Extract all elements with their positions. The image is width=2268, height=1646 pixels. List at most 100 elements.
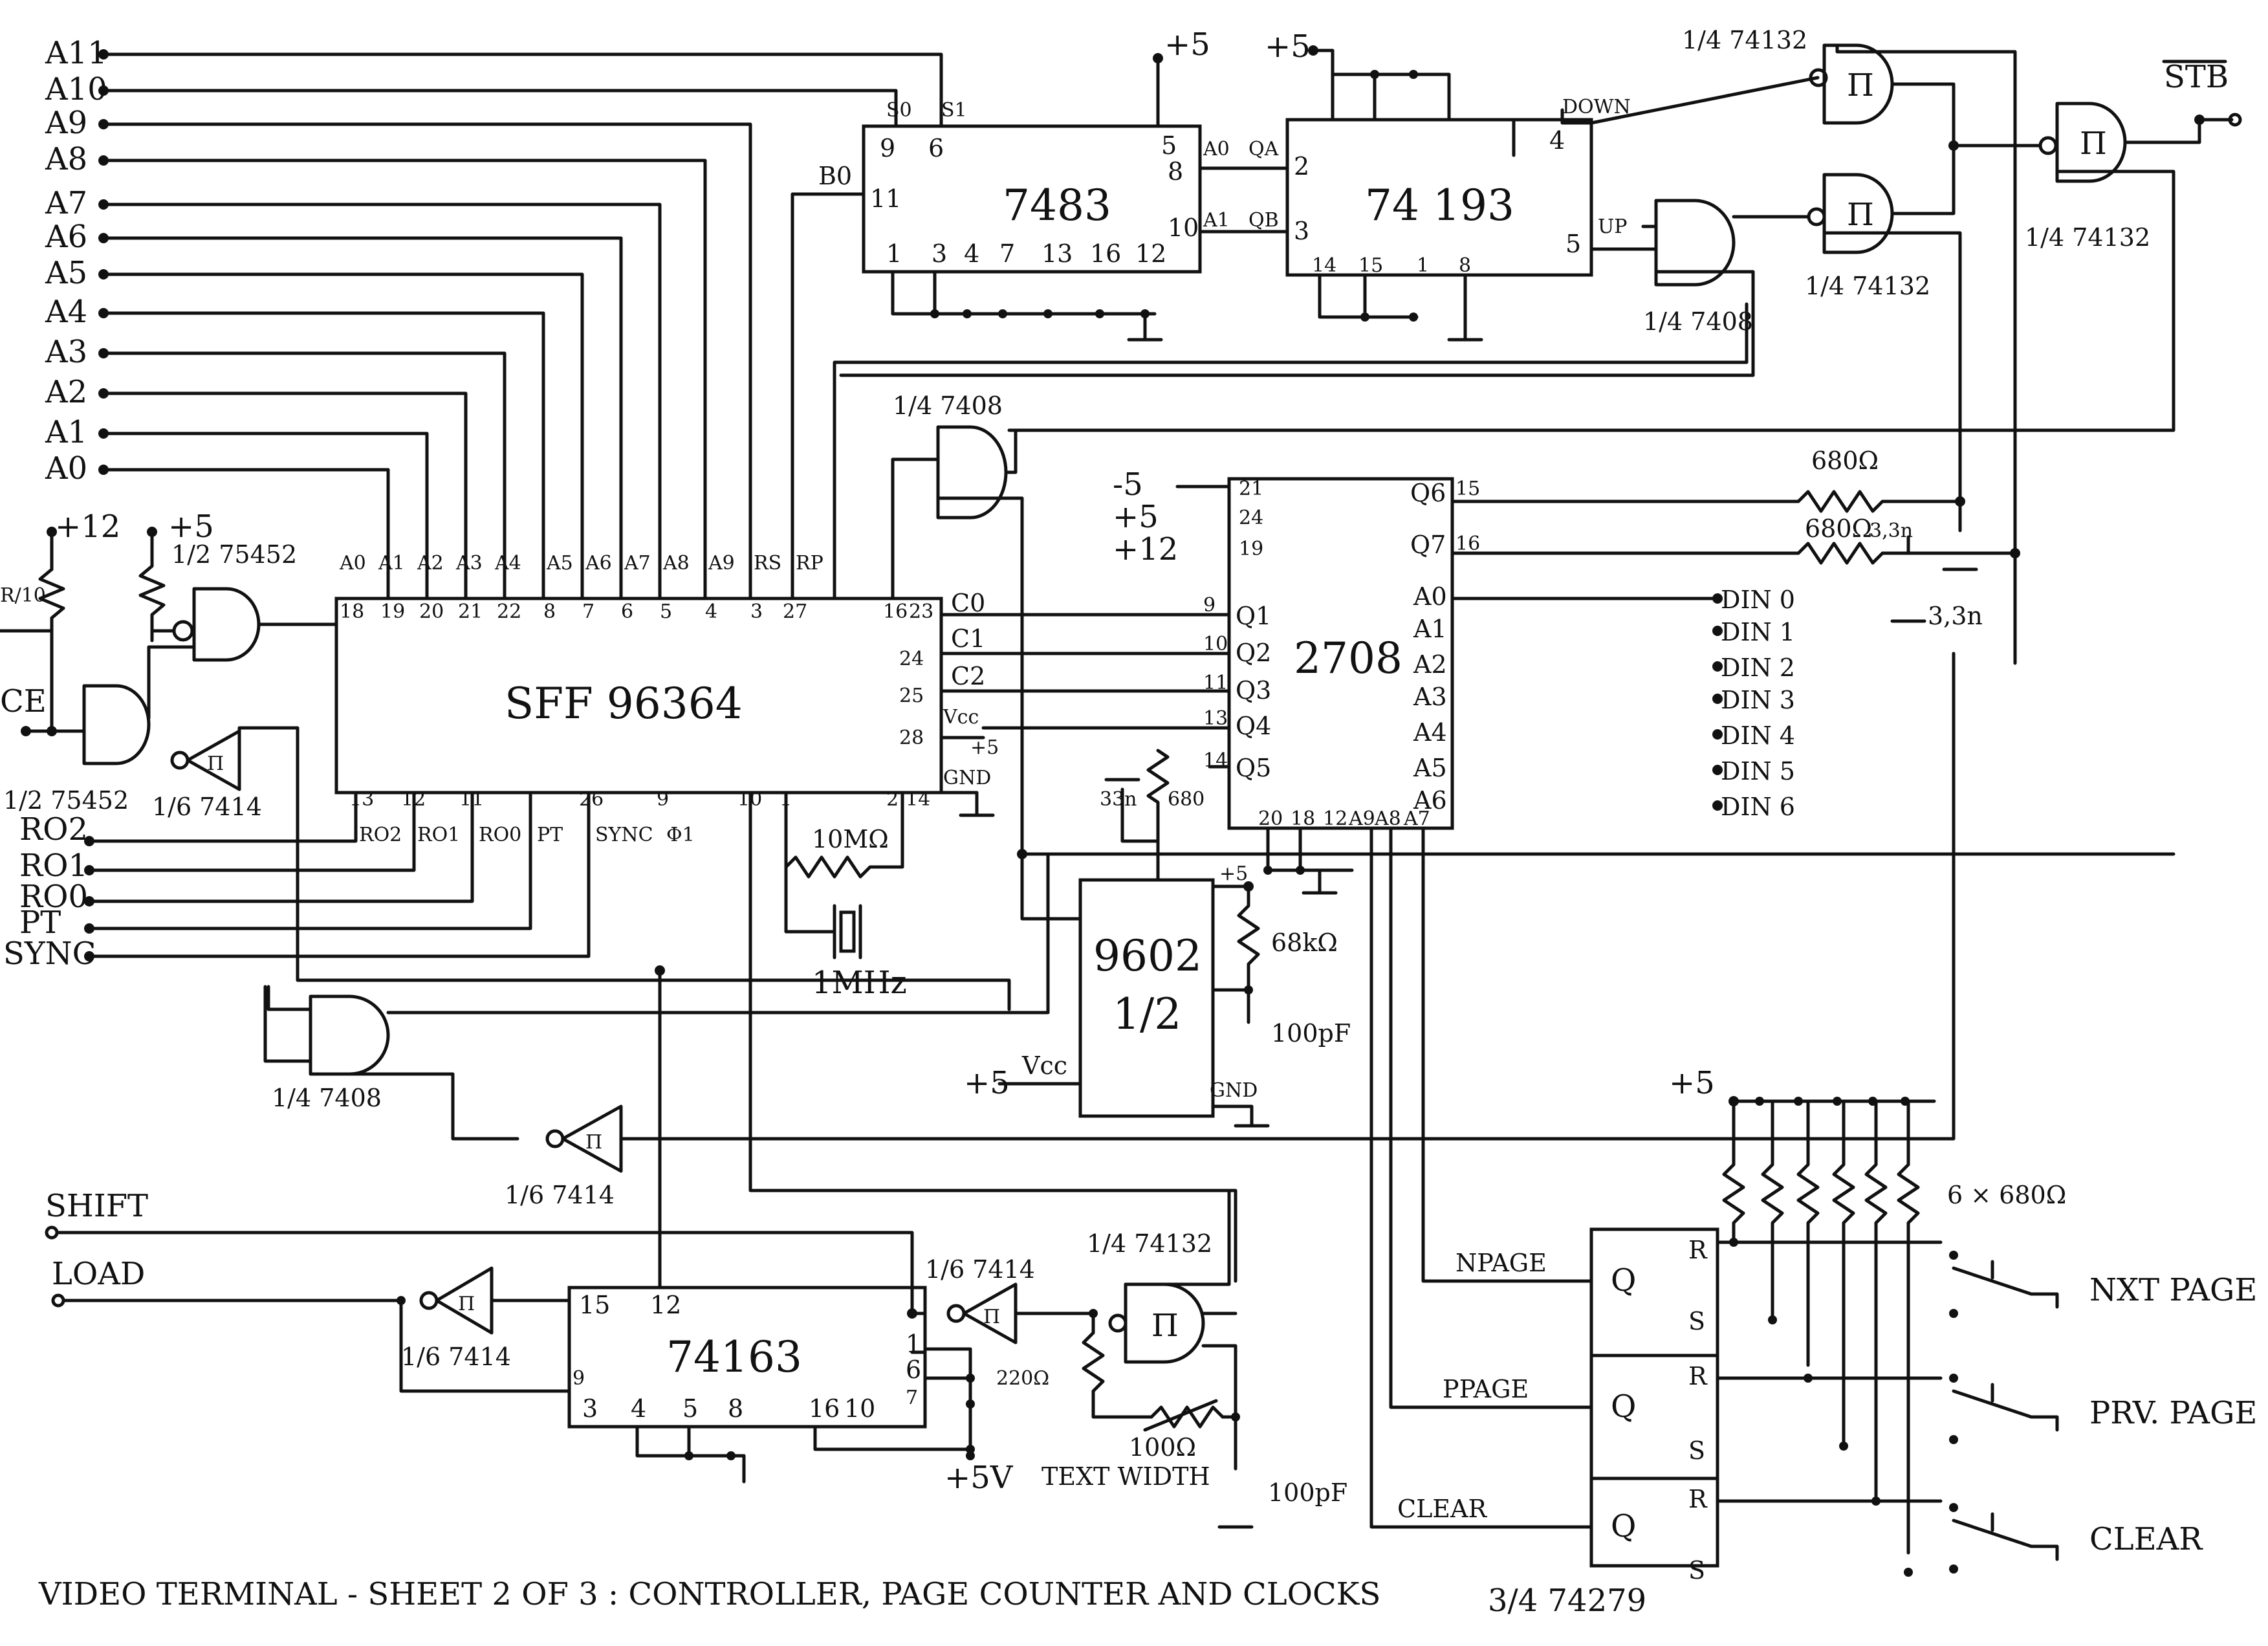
svg-text:8: 8: [1459, 254, 1471, 277]
svg-text:680Ω: 680Ω: [1805, 514, 1872, 543]
svg-text:S1: S1: [941, 99, 967, 122]
svg-text:Q5: Q5: [1236, 754, 1271, 782]
svg-text:3,3n: 3,3n: [1928, 602, 1983, 630]
svg-text:R: R: [1688, 1485, 1708, 1513]
svg-text:S: S: [1688, 1556, 1705, 1585]
svg-text:12: 12: [650, 1291, 681, 1319]
svg-text:A5: A5: [1413, 754, 1447, 782]
svg-text:A9: A9: [708, 552, 735, 575]
counter-74163: SHIFT LOAD Π 1/6 7414 74163 15 12 9 3 4 …: [45, 791, 1238, 1496]
svg-text:100pF: 100pF: [1268, 1478, 1347, 1507]
svg-text:A3: A3: [1413, 683, 1447, 711]
svg-text:220Ω: 220Ω: [996, 1367, 1049, 1390]
svg-text:Q: Q: [1611, 1508, 1636, 1544]
svg-text:9: 9: [657, 788, 669, 811]
page-latches: +5 6 × 680Ω Q Q Q R S R S R S NPAG: [1397, 1065, 2257, 1619]
svg-text:A4: A4: [1413, 718, 1447, 747]
svg-text:3: 3: [932, 239, 947, 268]
svg-text:A8: A8: [662, 552, 690, 575]
input-label-a5: A5: [45, 255, 87, 291]
svg-text:9: 9: [880, 134, 895, 162]
svg-text:A6: A6: [1413, 786, 1447, 815]
svg-text:8: 8: [1168, 157, 1183, 186]
svg-text:A9: A9: [1348, 807, 1375, 830]
svg-text:8: 8: [728, 1394, 743, 1423]
svg-text:1: 1: [886, 239, 902, 268]
svg-text:680Ω: 680Ω: [1811, 446, 1879, 475]
svg-text:RO0: RO0: [479, 824, 521, 846]
svg-text:1: 1: [1417, 254, 1429, 277]
svg-text:RO1: RO1: [417, 824, 460, 846]
svg-text:A3: A3: [455, 552, 483, 575]
svg-text:1/4 74132: 1/4 74132: [1805, 272, 1930, 300]
svg-text:DIN 0: DIN 0: [1721, 586, 1795, 614]
input-label-a3: A3: [45, 334, 87, 370]
svg-text:RO2: RO2: [359, 824, 402, 846]
svg-text:RP: RP: [796, 552, 823, 575]
svg-text:16: 16: [883, 600, 908, 623]
input-label-a2: A2: [45, 374, 87, 410]
input-label-a1: A1: [45, 414, 87, 450]
svg-text:C0: C0: [951, 589, 985, 617]
svg-text:RO0: RO0: [19, 879, 88, 915]
svg-text:DIN 3: DIN 3: [1721, 686, 1795, 714]
svg-text:11: 11: [1203, 672, 1228, 694]
svg-text:4: 4: [1549, 126, 1565, 155]
svg-text:16: 16: [809, 1394, 840, 1423]
svg-text:7: 7: [999, 239, 1015, 268]
svg-text:Q4: Q4: [1236, 712, 1271, 740]
svg-text:100Ω: 100Ω: [1129, 1433, 1196, 1462]
input-label-a0: A0: [45, 450, 87, 487]
svg-text:Vcc: Vcc: [943, 706, 979, 729]
svg-text:GND: GND: [943, 767, 991, 789]
chip-2708: 2708 -5 +5 +12 21 24 19 9 10 11 13 14 Q1…: [981, 446, 2175, 1529]
input-label-a11: A11: [45, 35, 107, 71]
svg-text:+5: +5: [1219, 862, 1248, 885]
svg-text:21: 21: [458, 600, 483, 623]
svg-text:Q: Q: [1611, 1388, 1636, 1425]
svg-text:18: 18: [1291, 807, 1315, 830]
svg-text:5: 5: [1565, 230, 1581, 258]
svg-text:PT: PT: [19, 905, 61, 941]
svg-text:Q1: Q1: [1236, 602, 1271, 630]
svg-text:A8: A8: [1374, 807, 1401, 830]
crystal: 10MΩ 1MHz: [784, 791, 907, 1001]
svg-text:3: 3: [1294, 217, 1309, 245]
svg-text:A7: A7: [624, 552, 651, 575]
svg-text:Φ1: Φ1: [666, 824, 695, 846]
svg-text:DIN 1: DIN 1: [1721, 618, 1795, 646]
svg-text:6: 6: [928, 134, 944, 162]
svg-text:28: 28: [899, 727, 924, 749]
svg-text:Π: Π: [983, 1306, 1000, 1328]
svg-text:14: 14: [1312, 254, 1336, 277]
chip-74193-name: 74 193: [1365, 181, 1514, 230]
svg-text:S0: S0: [886, 99, 912, 122]
chip-9602: 9602 1/2 Vcc +5 GND 680 33n +5 68kΩ 100p…: [964, 749, 1351, 1128]
svg-text:100pF: 100pF: [1271, 1019, 1351, 1048]
input-label-a9: A9: [45, 105, 87, 141]
svg-text:33n: 33n: [1100, 788, 1137, 811]
chip-7483: 7483 9 6 5 8 11 10 S0 S1 A0 A1 B0 1 3 4 …: [818, 27, 1289, 342]
svg-text:14: 14: [906, 788, 930, 811]
svg-text:GND: GND: [1210, 1079, 1258, 1102]
svg-text:DIN 5: DIN 5: [1721, 757, 1795, 785]
svg-text:26: 26: [579, 788, 604, 811]
svg-text:A5: A5: [546, 552, 573, 575]
svg-text:RO1: RO1: [19, 848, 88, 884]
address-inputs: A11 A10 A9 A8 A7 A6 A5 A4 A3: [45, 35, 943, 600]
svg-text:4: 4: [631, 1394, 646, 1423]
svg-text:9: 9: [572, 1367, 585, 1390]
svg-text:1/2 75452: 1/2 75452: [3, 786, 129, 815]
svg-text:24: 24: [899, 648, 924, 670]
svg-text:1/4 7408: 1/4 7408: [893, 391, 1003, 420]
svg-text:14: 14: [1203, 749, 1228, 772]
svg-text:20: 20: [419, 600, 444, 623]
svg-text:23: 23: [909, 600, 933, 623]
gates-75452: +12 R/10 +5 1/2 75452 CE 1/2 75452 Π 1/6…: [0, 509, 1011, 1011]
svg-text:12: 12: [1323, 807, 1347, 830]
chip-sff96364-name: SFF 96364: [505, 679, 743, 729]
svg-text:3: 3: [750, 600, 763, 623]
svg-text:1/4 7408: 1/4 7408: [272, 1084, 382, 1112]
svg-text:13: 13: [1041, 239, 1073, 268]
svg-text:25: 25: [899, 685, 924, 707]
